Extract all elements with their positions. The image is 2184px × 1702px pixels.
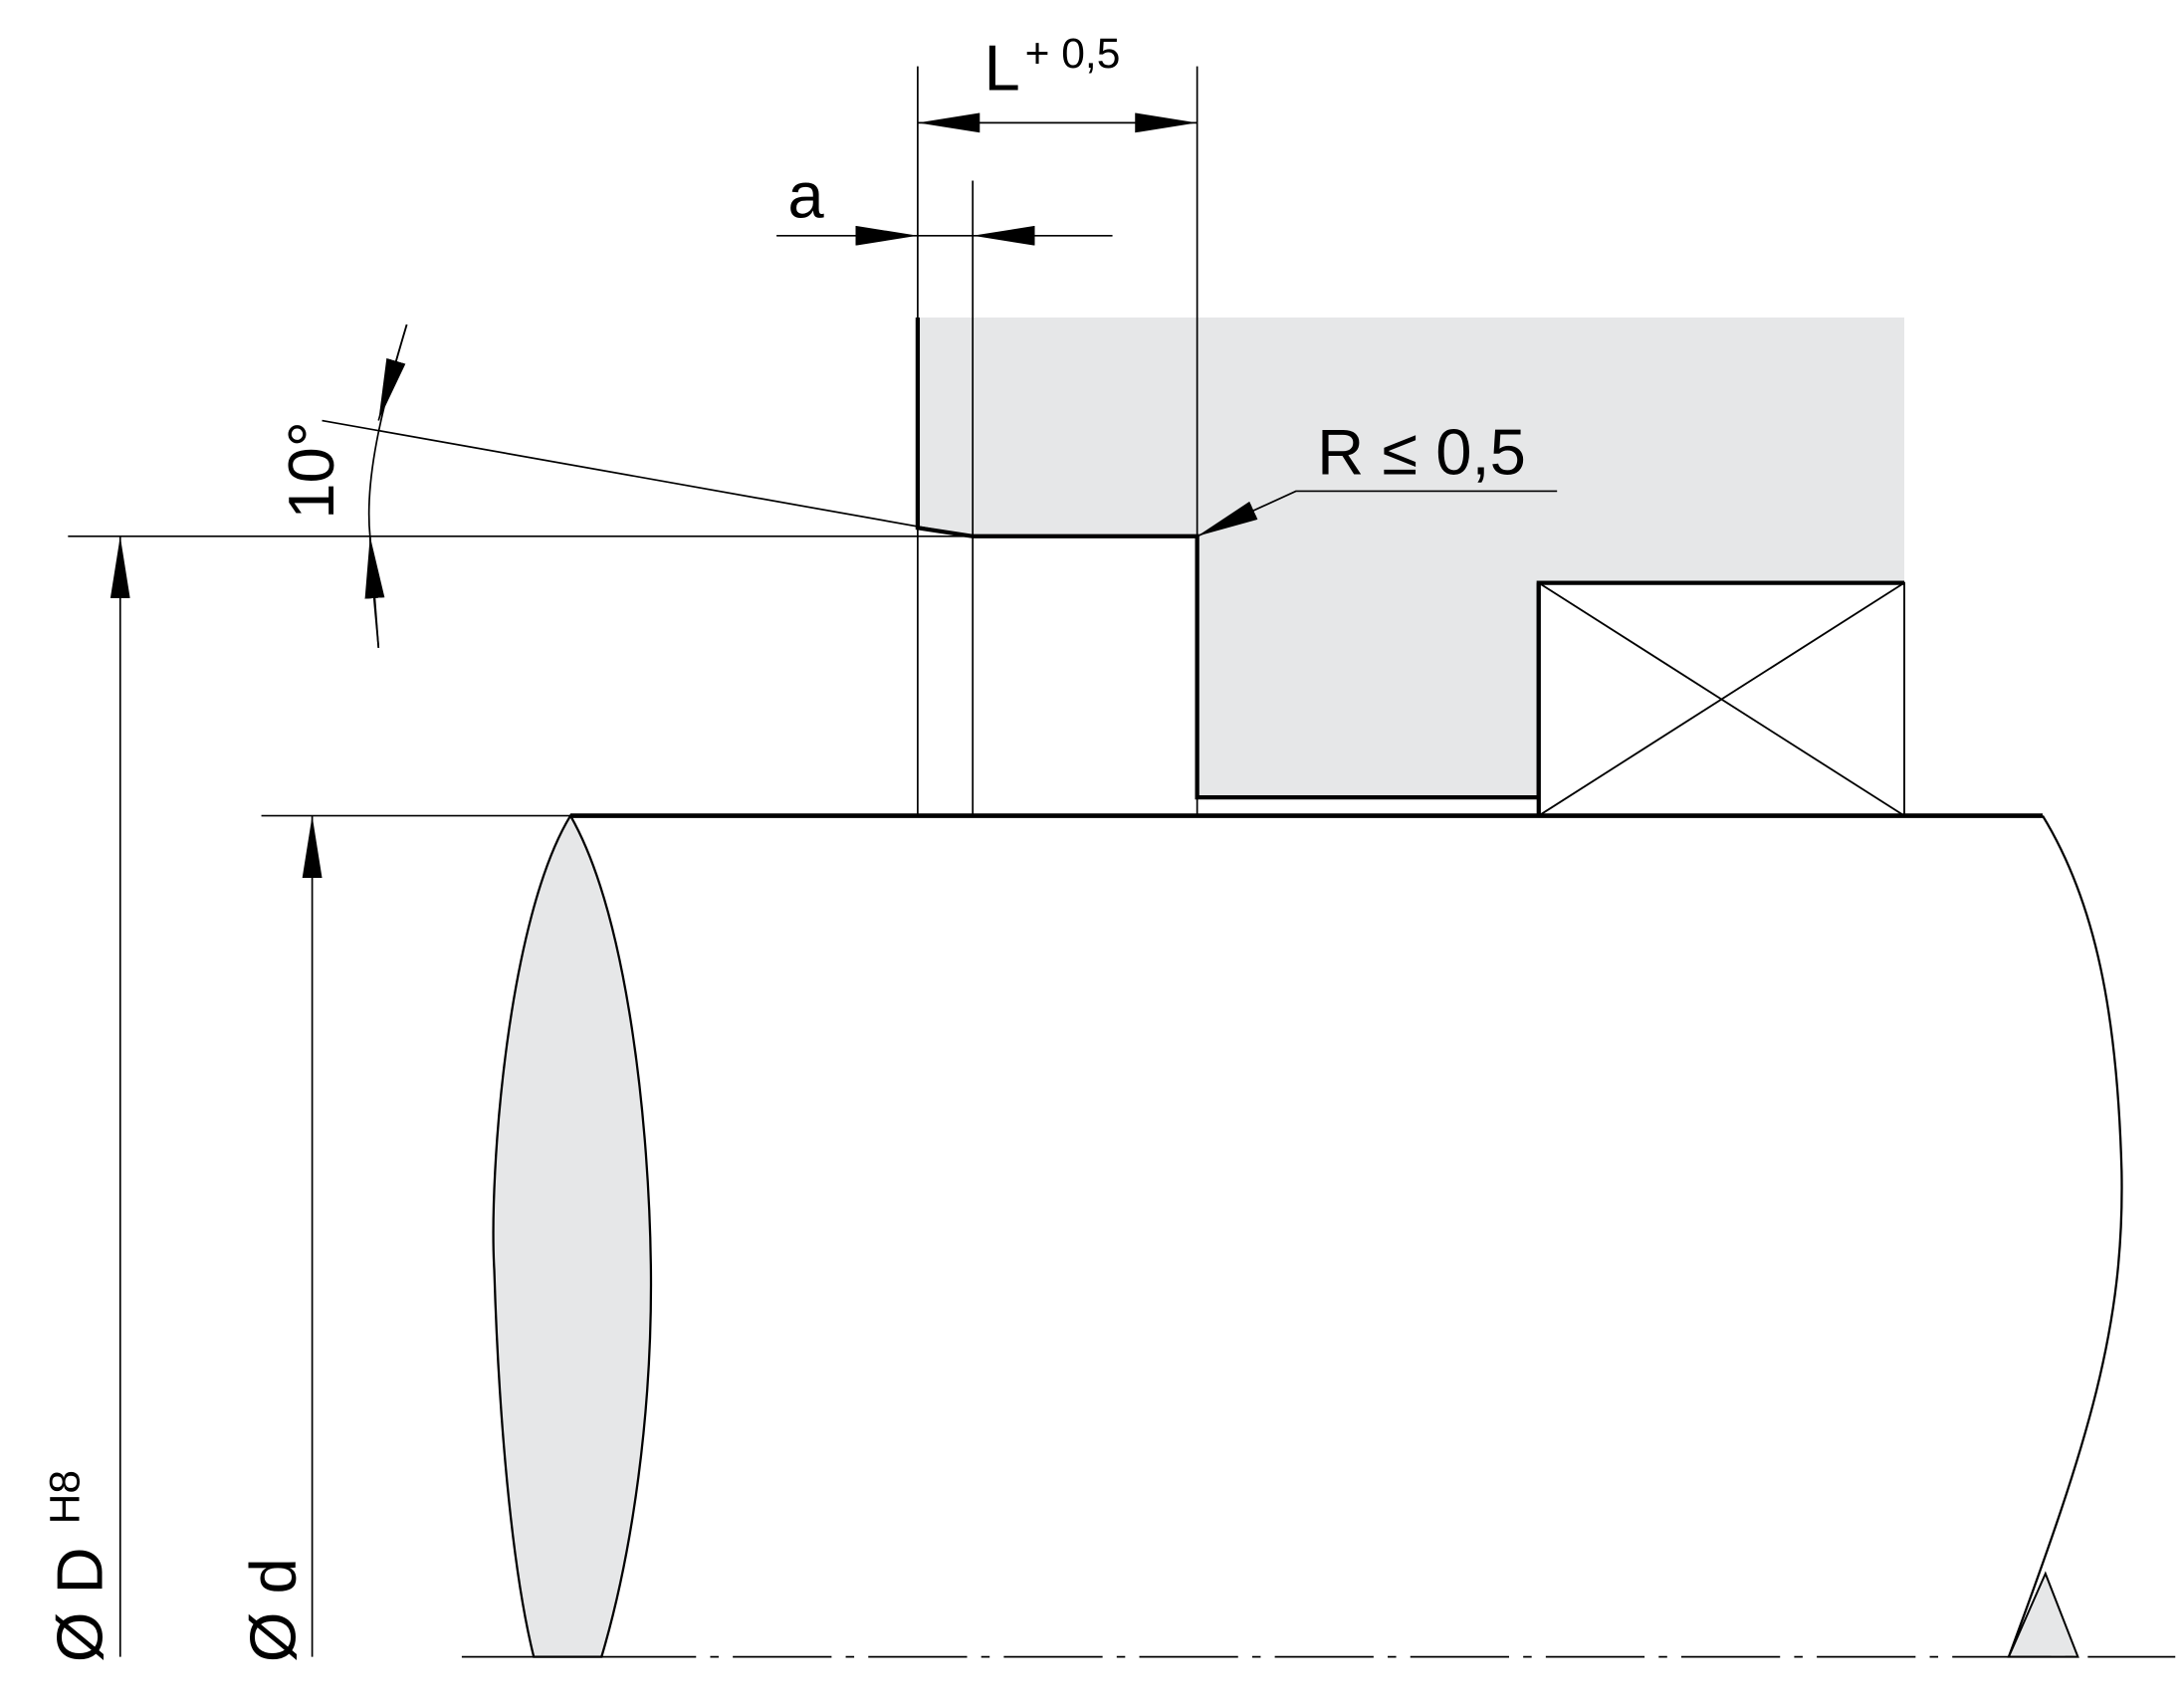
label-L-tolerance: + 0,5 [1025, 30, 1121, 78]
shaft-right-wedge [2007, 1571, 2079, 1658]
label-a: a [787, 158, 824, 231]
label-d: Ø d [237, 1558, 310, 1662]
dimension-angle [364, 323, 408, 648]
shaft-left-end [492, 813, 653, 1658]
label-radius: R ≤ 0,5 [1317, 415, 1526, 488]
shaft-right-end [2007, 814, 2123, 1658]
housing-section [917, 318, 1905, 798]
seal-cross-section [1536, 580, 1905, 817]
label-L: L [984, 32, 1020, 105]
shaft [461, 813, 2176, 1658]
label-angle: 10° [275, 421, 347, 520]
radius-callout [1197, 490, 1558, 537]
label-D-tolerance: H8 [42, 1470, 90, 1524]
label-D: Ø D [43, 1547, 115, 1662]
